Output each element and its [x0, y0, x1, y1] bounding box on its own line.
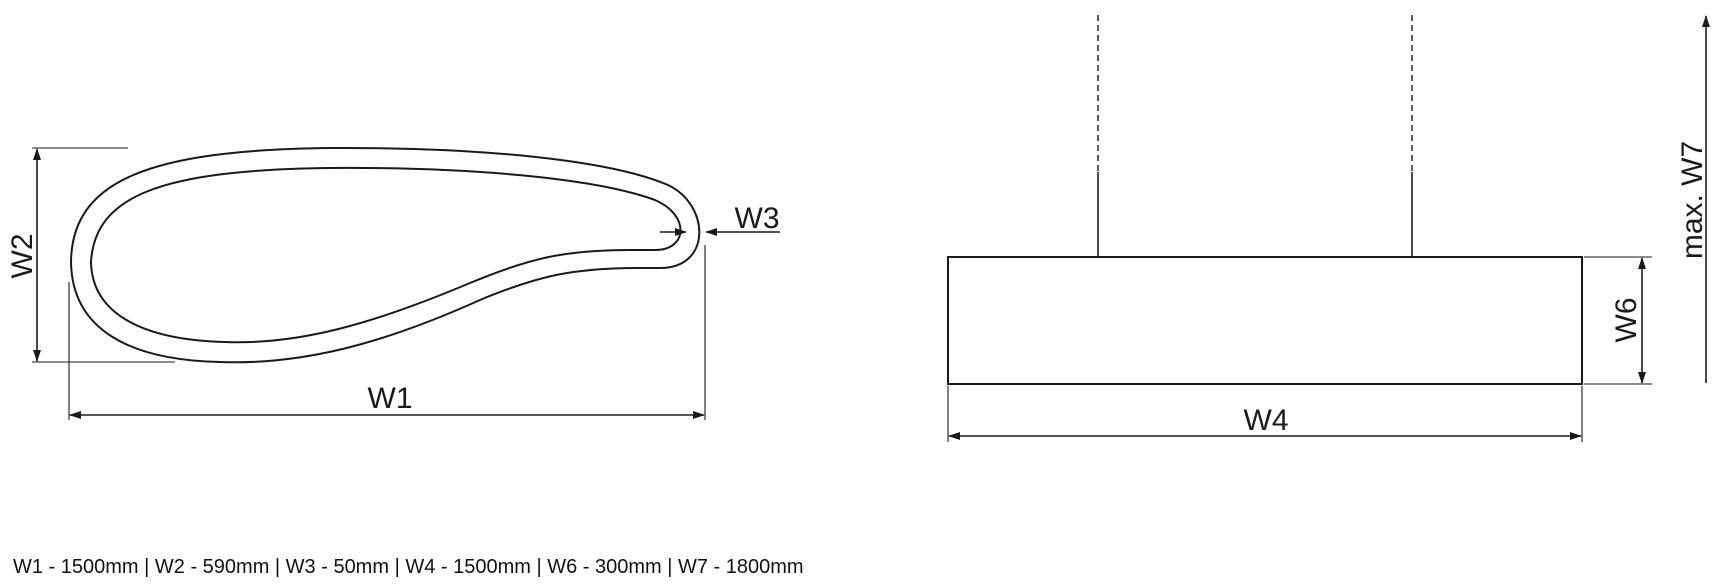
top-view: W2 W1 W3 [6, 146, 780, 420]
w7-label: max. W7 [1676, 141, 1709, 259]
dimension-spec-text: W1 - 1500mm | W2 - 590mm | W3 - 50mm | W… [13, 556, 804, 578]
w2-label: W2 [6, 234, 39, 279]
w3-label: W3 [735, 202, 780, 235]
w1-label: W1 [368, 382, 413, 415]
w4-label: W4 [1244, 404, 1289, 437]
w6-label: W6 [1610, 298, 1643, 343]
luminaire-body [947, 256, 1583, 385]
teardrop-outer-outline [69, 146, 701, 364]
teardrop-inner-outline [89, 166, 682, 344]
side-view: W4 W6 max. W7 [947, 15, 1710, 442]
